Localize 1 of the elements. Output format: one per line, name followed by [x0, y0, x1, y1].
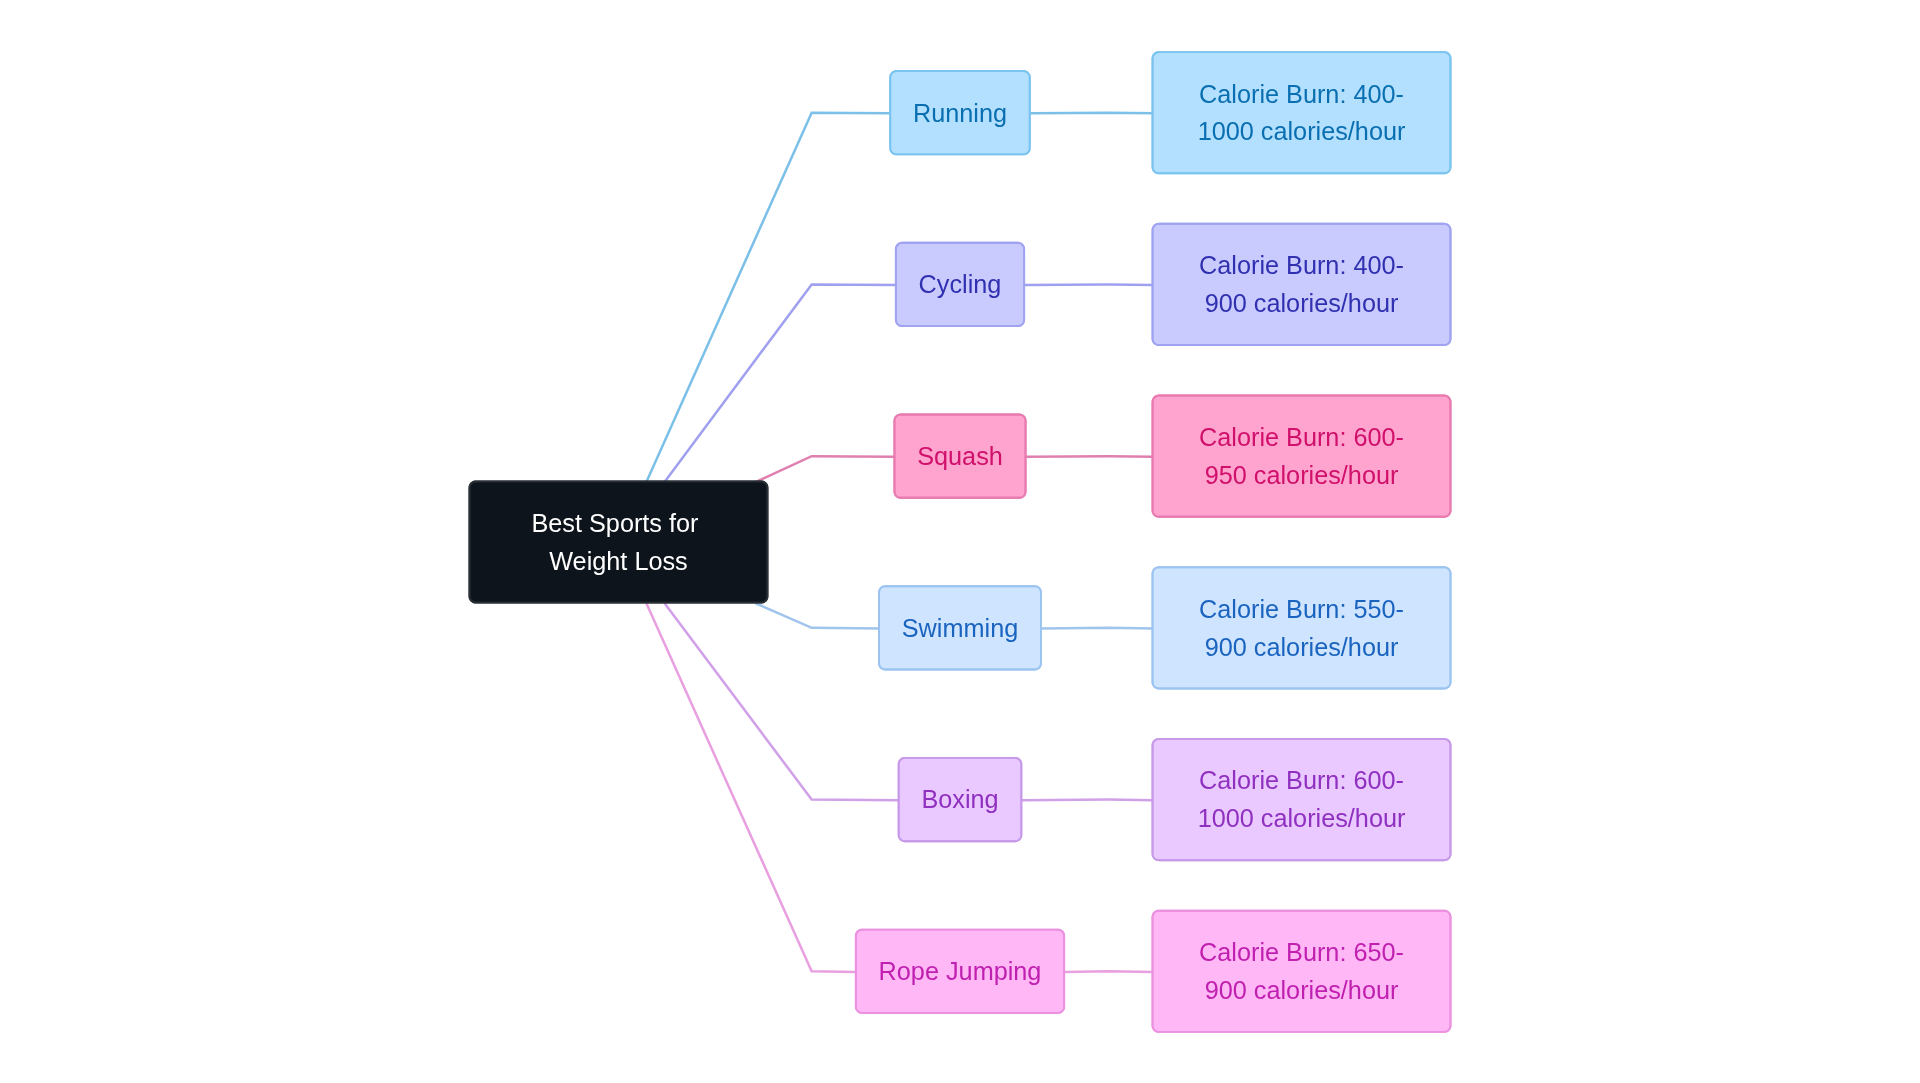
connector: [754, 601, 880, 630]
